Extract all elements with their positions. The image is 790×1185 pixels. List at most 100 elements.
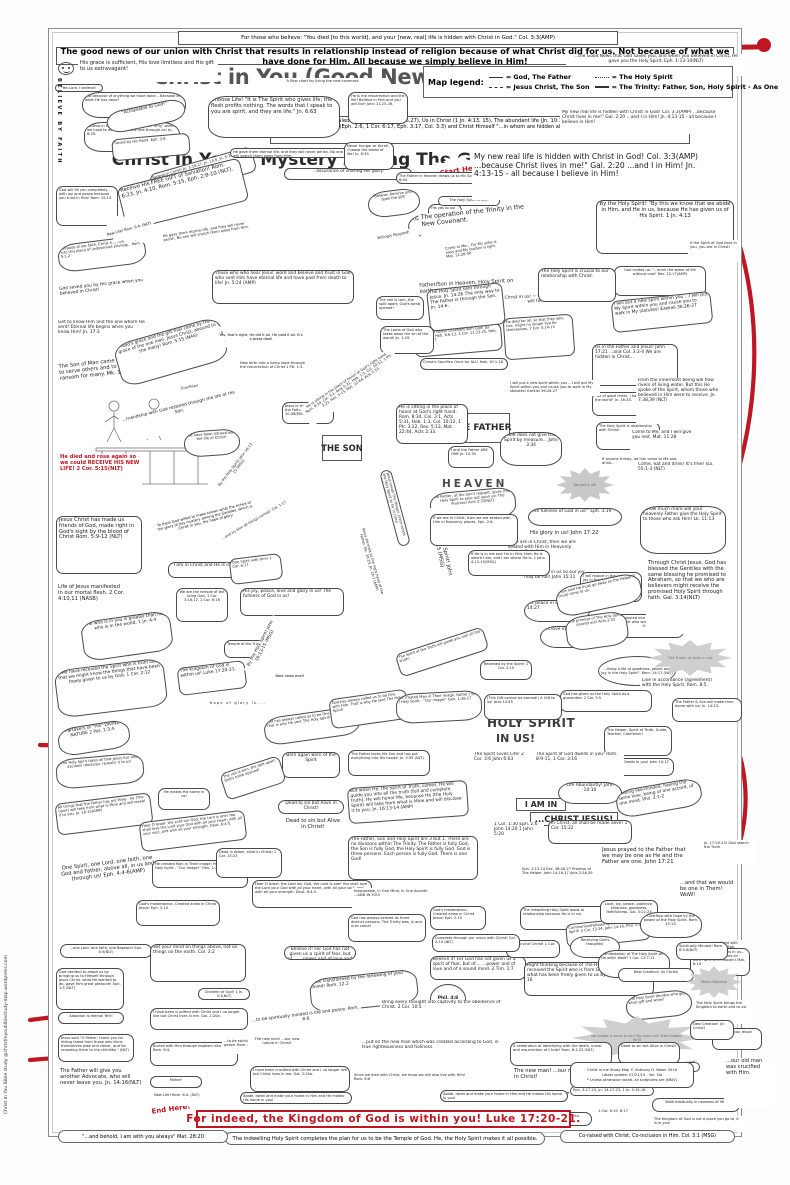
note-n114b: God's masterpiece. Created anew in Chris… [430, 906, 486, 930]
legend-label-father: = God, The Father [505, 73, 572, 81]
note-n114: God's masterpiece. Created anew in Chris… [136, 900, 220, 926]
note-n170b: Abide, dwell and make your home in Him a… [440, 1090, 568, 1102]
i-am-in-label: I AM IN [524, 800, 558, 809]
note-n096b: If we are in Christ, then we are seated … [430, 514, 518, 546]
legend-title: Map legend: [428, 77, 484, 87]
note-n046: Dead to sin but Alive in Christ! [618, 1042, 680, 1064]
yes-lord-note: Yes Lord, I believe! [55, 84, 103, 92]
note-n078: He died for all, so that they who live, … [502, 313, 576, 361]
note-n027b: He gave them eternal life, and they will… [230, 148, 348, 158]
note-n185-burst: Yes, that's right. He did it all. He pai… [206, 316, 316, 358]
note-n068-burst: The Trinity at work in us! [648, 640, 732, 676]
note-n154: The new man! ...our new nature in Christ… [248, 1036, 306, 1046]
note-n045: Born again Born of the Spirit [282, 752, 340, 778]
legend-label-trinity: = The Trinity: Father, Son, Holy Spirit … [611, 83, 779, 91]
smiley-face-icon [58, 62, 74, 75]
note-n024: ...one Lord, one faith, one Baptism! Eph… [60, 944, 152, 958]
believe-by-faith-text: BELIEVE BY FAITH [56, 78, 62, 165]
note-n079: Christ's Sacrifice Once for ALL! Heb. 10… [420, 358, 508, 370]
i-am-in-box: I AM IN [516, 798, 566, 811]
note-n071: From the innermost being will flow river… [636, 378, 722, 424]
note-n123: Life Abundantly! John 10:10 [558, 782, 622, 804]
legend-column-left: = God, The Father = Jesus Christ, The So… [488, 73, 590, 91]
note-n112: Inseparable, in One Mind, in One Accord!… [352, 888, 430, 910]
note-n017: Life of Jesus manifested in our mortal f… [56, 584, 128, 626]
note-n148b: I have been crucified with Christ and I … [250, 1066, 350, 1092]
note-n119: Jn. 17:20-23! God search the Truth [702, 840, 756, 864]
note-n172: Complete through our union with Christ! … [432, 934, 520, 952]
footer-left-note: "...and behold, I am with you always" Ma… [58, 1130, 228, 1143]
note-n043: His joy, peace, love and glory in us! Th… [240, 588, 344, 616]
note-n183: Adoption is eternal Ya'll! [58, 1012, 124, 1024]
copyright-text: Christ in me Study-Map © Anthony D. Bake… [587, 1067, 677, 1072]
note-n122: The Spirit of God dwells in you! Rom. 8:… [534, 752, 624, 778]
note-n141: Set your mind on things above, not on th… [150, 944, 246, 982]
note-n140: Children of God! 1 Jn. 3:1(NLT) [198, 988, 250, 1000]
scripture-note-text: * Unless otherwise noted, all scriptures… [587, 1078, 677, 1082]
legend-entry-son: = Jesus Christ, The Son [488, 83, 590, 91]
footer-left-note-text: "...and behold, I am with you always" Ma… [82, 1133, 204, 1140]
note-n003: Never hunger or thirst! Choose the bread… [344, 142, 394, 170]
note-n004: A flow chart for living the new covenant… [258, 78, 388, 88]
heaven-text: HEAVEN [442, 478, 508, 490]
legend-line-father [488, 76, 503, 78]
note-n125: 1 Cor. 1:30 Eph. 2:6 John 14:20 1 John 5… [492, 822, 544, 864]
legend-line-son [488, 86, 503, 88]
site-credit-vertical: Christ in You Bible study @christinyoubi… [4, 955, 9, 1114]
note-n115: Dead in Adam, alive in Christ! 1 Cor. 15… [216, 848, 282, 878]
note-n158: 1 Cor. 6:19, 6:17 [596, 1108, 648, 1120]
top-scripture-strip: For those who believe: "You died [to thi… [178, 31, 618, 45]
note-n161: ...our old man was crucified with Him. [724, 1058, 774, 1108]
note-n081b: The veil is torn, the split apart, God's… [376, 296, 424, 320]
note-n160: The Kingdom of God is not a place you go… [652, 1116, 744, 1132]
note-n002: He is the resurrection and the life! Bel… [348, 92, 408, 124]
note-n144b: Bring every thought into captivity to th… [380, 1000, 506, 1030]
note-n136: God has given us the Holy Spirit as a gu… [560, 690, 652, 712]
note-n182: God decided to adopt us by bringing us t… [56, 968, 124, 1010]
note-n095: Come, eat and drink! It's free! Isa. 55:… [636, 462, 722, 492]
footer-right-note: Co-raised with Christ, Co-inclusion in H… [560, 1130, 735, 1143]
note-n038: We are the temple of the living God. 1 C… [176, 588, 228, 622]
note-n056: God does not give the Spirit by measure.… [500, 432, 562, 466]
note-n055: I and the Father ARE ONE Jn. 10:30 [448, 446, 494, 468]
note-n118: The Father & Son will make their home wi… [672, 698, 742, 722]
note-n070: Come to Me, and I will give you rest. Ma… [630, 430, 700, 454]
note-n148: I have been crucified with Christ and I … [150, 1008, 248, 1030]
note-n067: Through Christ Jesus, God has blessed th… [646, 560, 736, 634]
yes-lord-note-text: Yes Lord, I believe! [62, 86, 96, 90]
note-n009: God will fill you completely with joy an… [56, 186, 118, 226]
in-us-label: IN US! [496, 732, 535, 745]
note-n086: The Holy Spirit is key! [438, 196, 500, 206]
believe-by-faith-vertical: BELIEVE BY FAITH [56, 78, 62, 198]
note-n199: If the Spirit of God lives in you, you a… [688, 240, 740, 262]
assurance-note: ...assurance of sharing His glory. [284, 168, 412, 180]
copyright-block: Christ in me Study-Map © Anthony D. Bake… [570, 1062, 694, 1088]
note-n001: Choose Life! "It is The Spirit who gives… [208, 96, 340, 138]
note-n173b: New Creation! (In Christ) [618, 968, 694, 982]
note-n053b: He created Man in Their image: Father / … [395, 689, 483, 725]
site-credit-text: Christ in You Bible study @christinyoubi… [4, 955, 9, 1115]
map-legend: Map legend: = God, The Father = Jesus Ch… [423, 66, 778, 98]
note-n084b: My new real life is hidden with Christ i… [560, 110, 730, 134]
note-n025: The Father will give you another Advocat… [58, 1068, 144, 1108]
legend-entry-spirit: = The Holy Spirit [594, 73, 779, 81]
legend-line-spirit [594, 76, 609, 78]
note-n147: Since we died with Christ, we know we wi… [352, 1072, 472, 1090]
note-n157: Buried with Him through baptism into dea… [150, 1042, 238, 1066]
christ-jesus-label: ...CHRIST JESUS! [534, 814, 614, 824]
note-n144: Believe it! For God has not given us a s… [430, 956, 526, 980]
note-n099b: He is sitting in the place of honor at G… [396, 404, 468, 444]
header-right-note-text: ...the Good News that God saves you, and… [574, 54, 738, 64]
the-son-box: THE SON [321, 435, 363, 461]
the-father-label: THE FATHER [450, 423, 512, 433]
legend-entry-father: = God, The Father [488, 73, 590, 81]
note-n108: He makes His home in us! [158, 788, 210, 810]
note-n184: Jesus said "O Father, thank you for hidi… [58, 1034, 134, 1062]
legend-line-trinity [594, 86, 609, 88]
kingdom-banner: For indeed, the Kingdom of God is within… [186, 1110, 580, 1128]
note-n193-burst: Best news ever! [262, 660, 318, 692]
good-news-bar: The good news of our union with Christ t… [56, 46, 734, 66]
note-n014: He died and rose again so we could RECEI… [58, 454, 142, 494]
note-n026: Those who who hear Jesus' word and belie… [212, 270, 354, 304]
footer-right-note-text: Co-raised with Christ, Co-inclusion in H… [578, 1134, 717, 1139]
